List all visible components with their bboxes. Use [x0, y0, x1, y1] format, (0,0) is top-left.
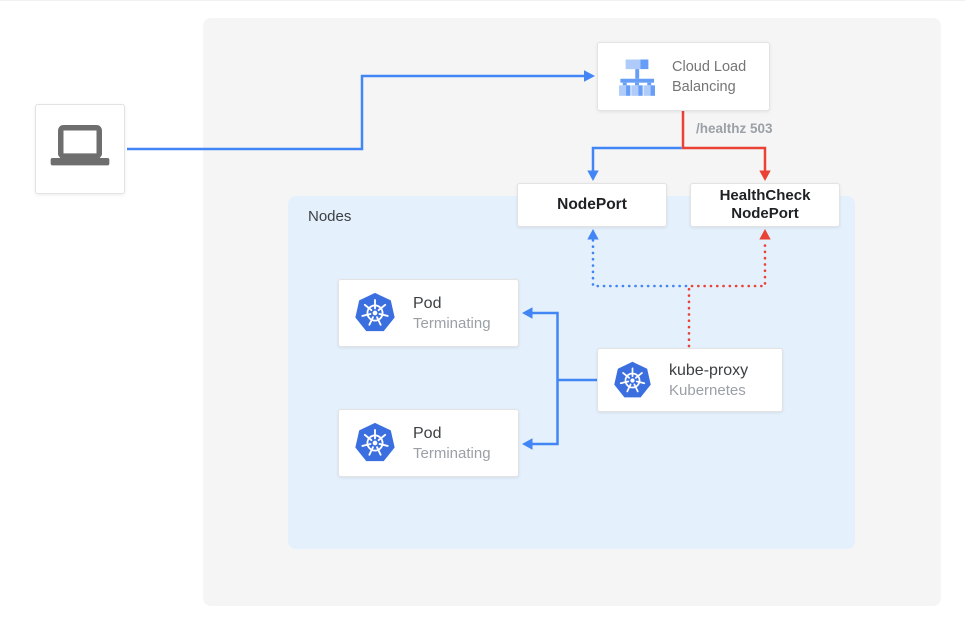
nodeport-node: NodePort: [517, 183, 667, 227]
pod-1-title: Pod: [413, 294, 442, 312]
kubernetes-icon: [354, 291, 396, 335]
kube-proxy-node: kube-proxy Kubernetes: [597, 348, 783, 412]
laptop-icon: [47, 124, 113, 175]
client-node: [35, 104, 125, 194]
pod-1-node: Pod Terminating: [338, 279, 519, 347]
cloud-load-balancing-node: Cloud Load Balancing: [597, 42, 770, 111]
kube-proxy-text: kube-proxy Kubernetes: [669, 360, 748, 401]
cloud-load-balancing-label: Cloud Load Balancing: [672, 58, 747, 95]
pod-2-title: Pod: [413, 424, 442, 442]
kubernetes-icon: [613, 360, 652, 401]
pod-2-node: Pod Terminating: [338, 409, 519, 477]
pod-1-text: Pod Terminating: [413, 293, 491, 334]
healthz-edge-label: /healthz 503: [696, 121, 773, 136]
kube-proxy-title: kube-proxy: [669, 361, 749, 379]
nodes-group-label: Nodes: [308, 208, 352, 225]
pod-2-text: Pod Terminating: [413, 423, 491, 464]
pod-2-status: Terminating: [413, 444, 491, 462]
kubernetes-icon: [354, 421, 396, 465]
healthcheck-nodeport-node: HealthCheck NodePort: [690, 183, 840, 227]
pod-1-status: Terminating: [413, 314, 491, 332]
load-balancer-icon: [616, 56, 658, 98]
kube-proxy-subtitle: Kubernetes: [669, 381, 746, 399]
nodeport-label: NodePort: [557, 196, 627, 213]
healthcheck-nodeport-label: HealthCheck NodePort: [719, 187, 811, 222]
